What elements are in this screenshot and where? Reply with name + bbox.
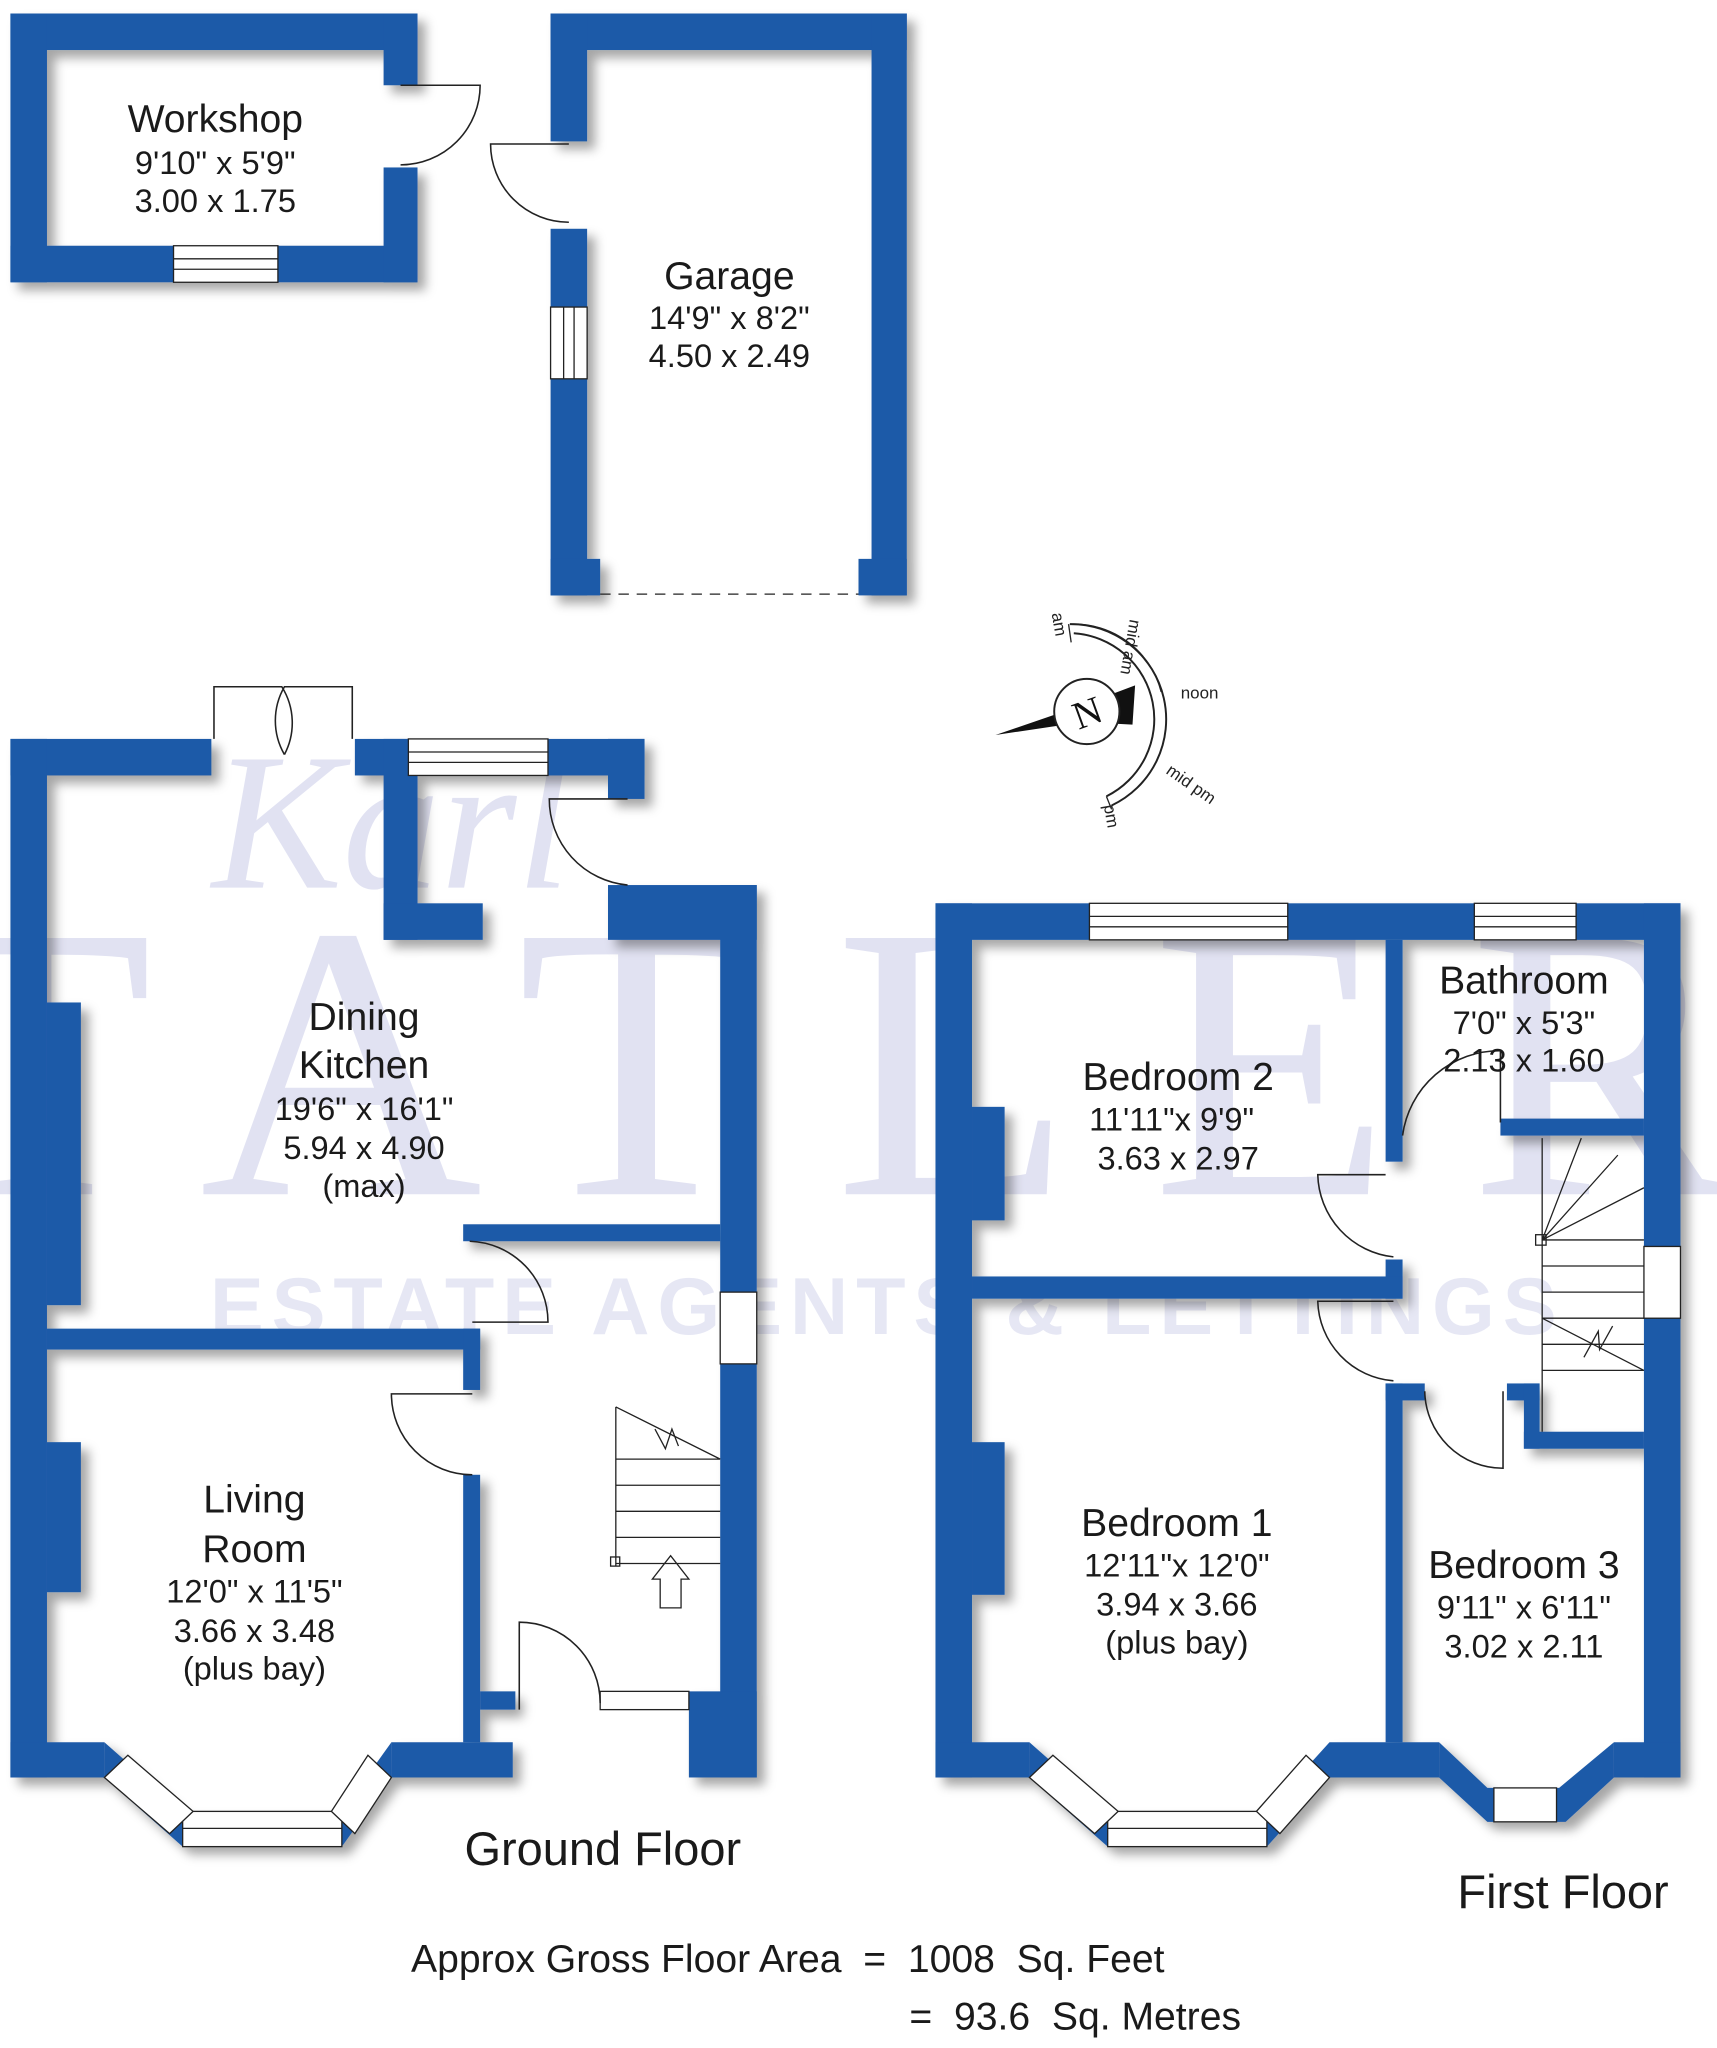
first-floor-label: First Floor (1457, 1865, 1668, 1918)
svg-text:Garage: Garage (664, 255, 795, 298)
garage-walls (550, 13, 907, 596)
svg-text:2.13 x 1.60: 2.13 x 1.60 (1443, 1042, 1604, 1079)
kitchen-back-door (548, 798, 628, 886)
gross-area-sqm: = 93.6 Sq. Metres (909, 1995, 1241, 2038)
french-doors (213, 685, 354, 755)
svg-text:am: am (1048, 611, 1071, 638)
landing-window (1643, 1245, 1682, 1319)
room-label-living-room: Living Room 12'0" x 11'5" 3.66 x 3.48 (p… (166, 1479, 342, 1687)
svg-text:11'11"x 9'9": 11'11"x 9'9" (1089, 1100, 1254, 1137)
svg-text:3.66 x 3.48: 3.66 x 3.48 (174, 1612, 335, 1649)
room-label-dining-kitchen: Dining Kitchen 19'6" x 16'1" 5.94 x 4.90… (275, 996, 454, 1204)
svg-text:mid am: mid am (1116, 618, 1144, 676)
svg-text:3.94 x 3.66: 3.94 x 3.66 (1096, 1586, 1257, 1623)
room-label-bedroom-3: Bedroom 3 9'11" x 6'11" 3.02 x 2.11 (1428, 1544, 1619, 1665)
front-window (599, 1690, 690, 1711)
svg-text:Bedroom 2: Bedroom 2 (1082, 1056, 1273, 1099)
garage-window (549, 306, 588, 380)
bedroom3-bay-window (1493, 1787, 1558, 1823)
svg-text:noon: noon (1181, 683, 1219, 702)
svg-text:pm: pm (1100, 803, 1123, 830)
svg-text:12'11"x 12'0": 12'11"x 12'0" (1084, 1547, 1270, 1584)
living-bay-side-window (103, 1754, 195, 1835)
svg-text:Bathroom: Bathroom (1439, 959, 1609, 1002)
workshop-door (400, 84, 481, 166)
svg-text:Dining: Dining (309, 996, 420, 1039)
compass: N am mid am noon mid pm pm (995, 611, 1219, 829)
room-label-bathroom: Bathroom 7'0" x 5'3" 2.13 x 1.60 (1439, 959, 1609, 1078)
svg-text:(plus bay): (plus bay) (1105, 1624, 1248, 1661)
svg-text:3.00 x 1.75: 3.00 x 1.75 (135, 182, 296, 219)
bathroom-window (1473, 902, 1577, 941)
bedroom2-window (1088, 902, 1289, 941)
first-staircase (1534, 1137, 1645, 1432)
gross-area-sqft: Approx Gross Floor Area = 1008 Sq. Feet (411, 1938, 1165, 1981)
living-bay-side-window (330, 1754, 393, 1835)
hall-window (719, 1291, 758, 1365)
svg-text:Bedroom 3: Bedroom 3 (1428, 1544, 1619, 1587)
room-label-workshop: Workshop 9'10" x 5'9" 3.00 x 1.75 (128, 98, 303, 219)
svg-text:4.50 x 2.49: 4.50 x 2.49 (649, 337, 810, 374)
svg-text:3.63 x 2.97: 3.63 x 2.97 (1097, 1139, 1258, 1176)
bedroom1-bay-side-window (1028, 1754, 1120, 1835)
svg-text:12'0" x 11'5": 12'0" x 11'5" (166, 1573, 342, 1610)
living-room-door (390, 1393, 473, 1476)
room-label-bedroom-1: Bedroom 1 12'11"x 12'0" 3.94 x 3.66 (plu… (1081, 1502, 1272, 1660)
svg-text:(plus bay): (plus bay) (183, 1650, 326, 1687)
svg-text:Room: Room (202, 1528, 306, 1571)
bathroom-door (1401, 1049, 1502, 1136)
front-door (518, 1621, 601, 1710)
svg-text:mid pm: mid pm (1163, 761, 1219, 808)
workshop-window (172, 245, 279, 283)
svg-text:9'10" x 5'9": 9'10" x 5'9" (135, 144, 296, 181)
svg-text:Bedroom 1: Bedroom 1 (1081, 1502, 1272, 1545)
kitchen-door (469, 1240, 549, 1323)
ground-floor-label: Ground Floor (464, 1822, 741, 1875)
svg-text:19'6" x 16'1": 19'6" x 16'1" (275, 1090, 454, 1127)
svg-text:Living: Living (203, 1479, 305, 1522)
garage-side-door (489, 143, 569, 224)
bedroom3-door (1423, 1391, 1504, 1470)
svg-text:Kitchen: Kitchen (299, 1044, 430, 1087)
bedroom1-door (1316, 1300, 1394, 1382)
svg-text:9'11" x 6'11": 9'11" x 6'11" (1437, 1588, 1611, 1625)
room-label-bedroom-2: Bedroom 2 11'11"x 9'9" 3.63 x 2.97 (1082, 1056, 1273, 1177)
svg-text:Workshop: Workshop (128, 98, 303, 141)
bedroom1-bay-side-window (1255, 1754, 1331, 1835)
ground-staircase (609, 1406, 721, 1609)
room-label-garage: Garage 14'9" x 8'2" 4.50 x 2.49 (649, 255, 810, 374)
kitchen-window (407, 738, 549, 777)
svg-text:3.02 x 2.11: 3.02 x 2.11 (1444, 1627, 1603, 1664)
svg-text:14'9" x 8'2": 14'9" x 8'2" (649, 299, 810, 336)
svg-text:(max): (max) (322, 1167, 405, 1204)
svg-text:5.94 x 4.90: 5.94 x 4.90 (283, 1129, 444, 1166)
up-arrow-icon (651, 1554, 691, 1609)
svg-text:7'0" x 5'3": 7'0" x 5'3" (1453, 1004, 1596, 1041)
bedroom2-door (1316, 1173, 1394, 1258)
